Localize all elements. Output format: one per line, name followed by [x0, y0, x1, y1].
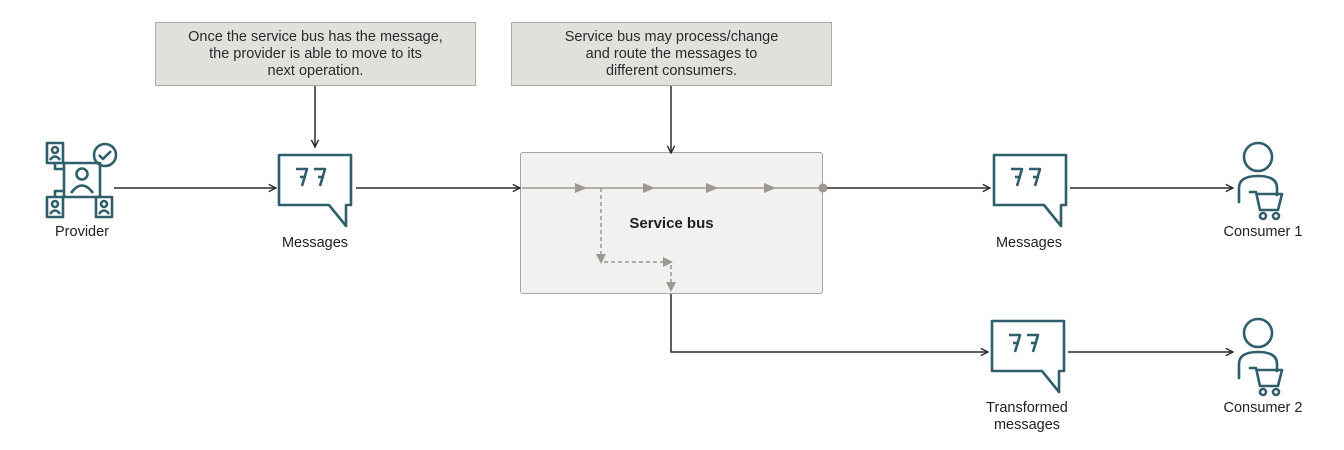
dashed-arrowhead-1 — [596, 254, 606, 264]
messages-in-label: Messages — [281, 235, 349, 251]
transformed-label-line-1: Transformed — [986, 400, 1068, 416]
bus-callout-line-2: and route the messages to — [585, 46, 758, 62]
provider-callout-line-3: next operation. — [267, 63, 364, 79]
quote-message-icon — [990, 319, 1066, 394]
provider-callout-line-2: the provider is able to move to its — [209, 46, 422, 62]
messages-out-label: Messages — [995, 235, 1063, 251]
transformed-messages-label: Transformed messages — [972, 400, 1082, 434]
provider-with-checkmark-icon — [45, 141, 118, 219]
bus-callout: Service bus may process/change and route… — [511, 22, 832, 86]
consumer2-label: Consumer 2 — [1223, 400, 1303, 416]
bus-inner-arrowhead-1 — [575, 183, 587, 193]
bus-inner-arrowhead-3 — [706, 183, 718, 193]
provider-label: Provider — [55, 224, 109, 240]
bus-output-node — [818, 183, 828, 193]
quote-message-icon — [992, 153, 1068, 228]
bus-inner-arrowhead-4 — [764, 183, 776, 193]
bus-callout-line-3: different consumers. — [605, 63, 738, 79]
quote-message-icon — [277, 153, 353, 228]
user-with-cart-icon — [1237, 141, 1284, 221]
service-bus-label: Service bus — [629, 215, 714, 232]
transformed-label-line-2: messages — [993, 417, 1061, 433]
dashed-arrowhead-2 — [663, 257, 673, 267]
bus-inner-arrowhead-2 — [643, 183, 655, 193]
bus-to-transformed-arrow — [670, 294, 988, 352]
provider-callout: Once the service bus has the message, th… — [155, 22, 476, 86]
bus-dashed-route — [600, 188, 672, 285]
dashed-arrowhead-3 — [666, 282, 676, 292]
provider-callout-line-1: Once the service bus has the message, — [188, 29, 443, 45]
user-with-cart-icon — [1237, 317, 1284, 397]
bus-callout-line-1: Service bus may process/change — [564, 29, 779, 45]
consumer1-label: Consumer 1 — [1223, 224, 1303, 240]
